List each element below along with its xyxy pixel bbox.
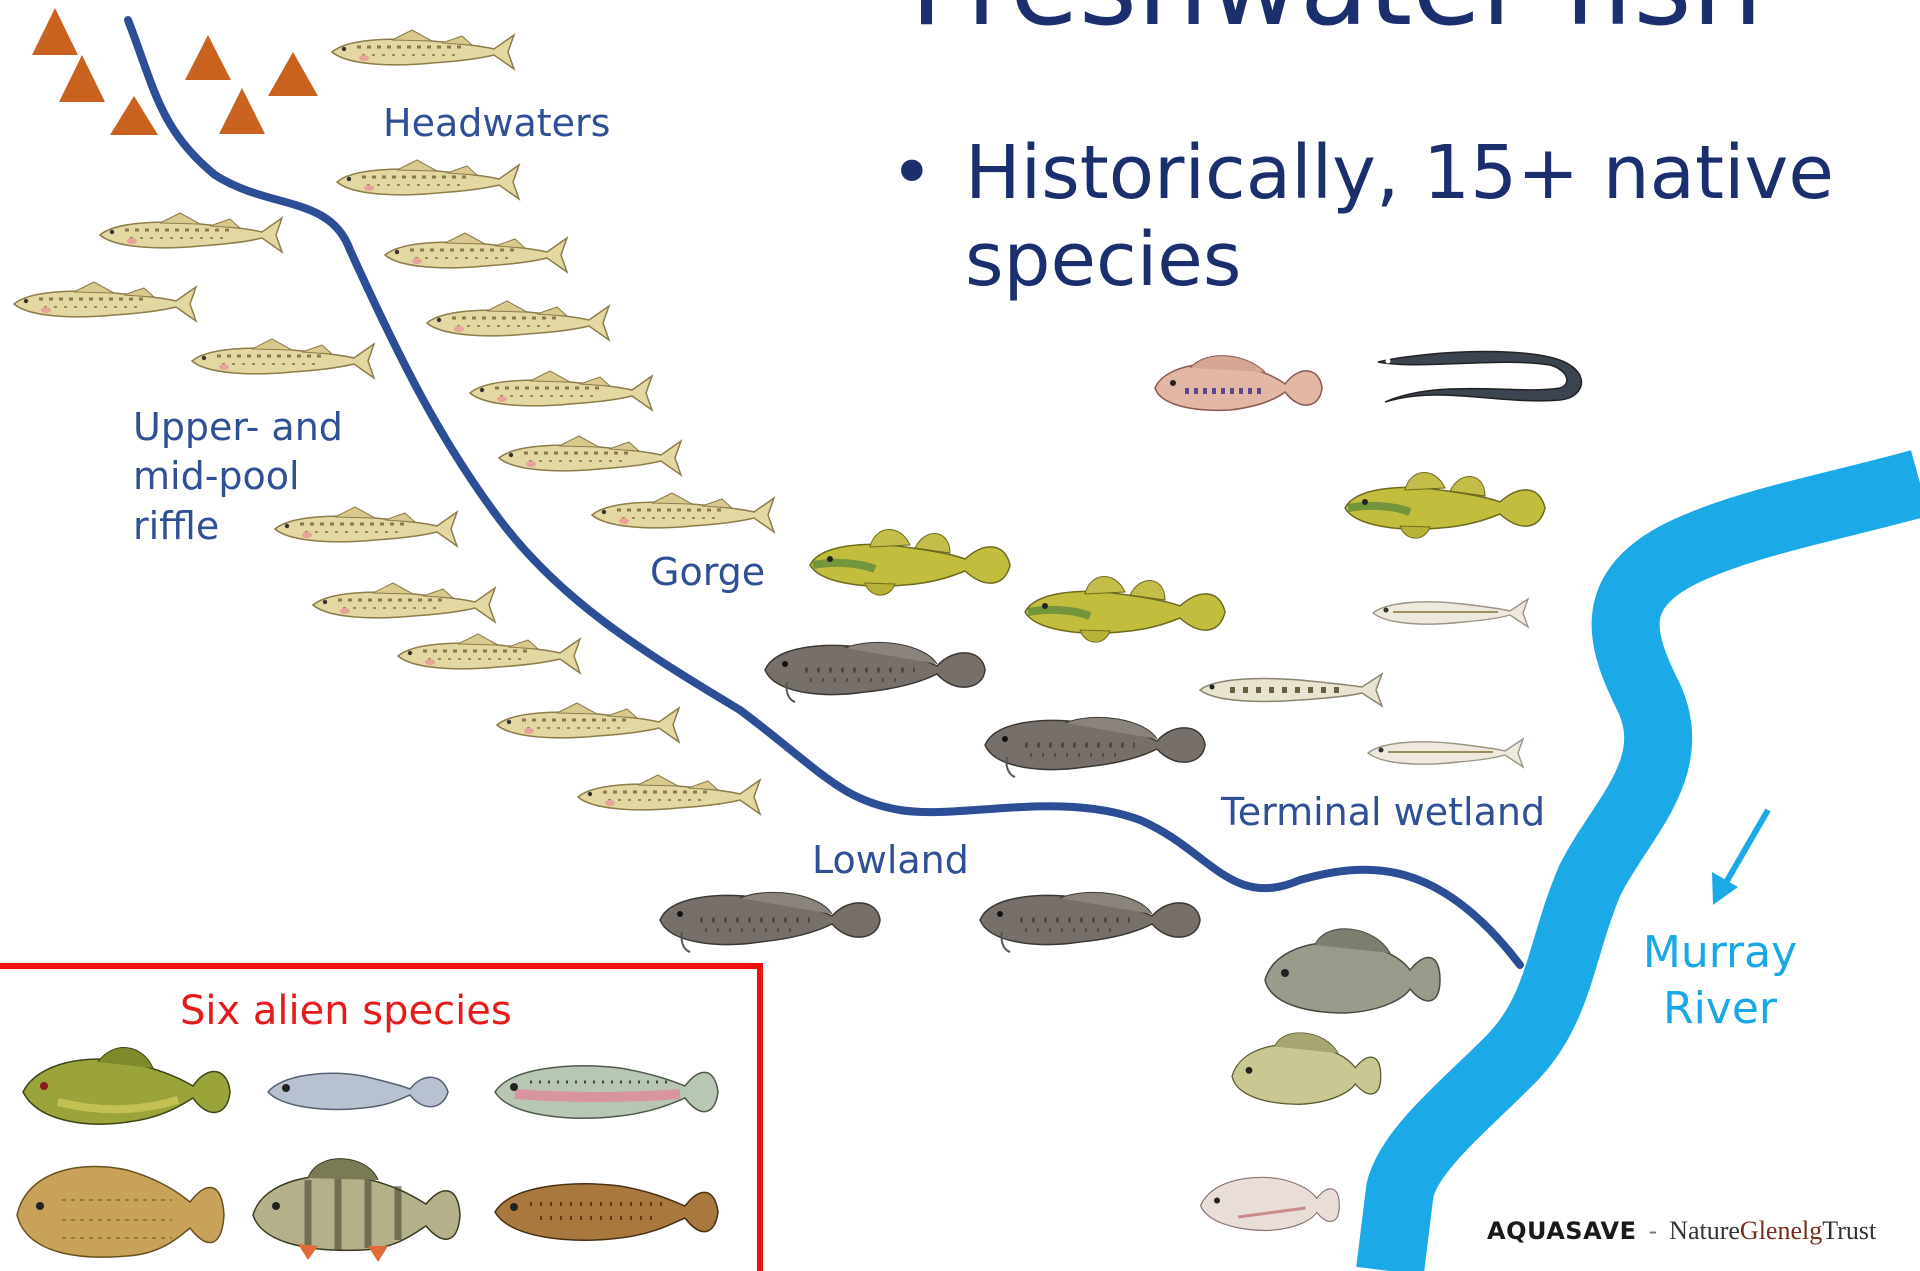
pygmy-perch-icon	[1155, 356, 1322, 411]
mountain-icon	[110, 96, 158, 135]
galaxias-fish-icon	[427, 301, 609, 340]
aquasave-logo: AQUASAVE	[1487, 1217, 1637, 1245]
golden-perch-icon	[1232, 1033, 1381, 1105]
mountain-icon	[32, 8, 78, 55]
zone-label-gorge: Gorge	[650, 548, 765, 597]
bullet-dot: •	[890, 130, 934, 217]
galaxias-fish-icon	[337, 160, 519, 199]
gudgeon-fish-icon	[810, 529, 1010, 595]
mountain-icon	[185, 35, 231, 80]
alien-box-title: Six alien species	[180, 988, 512, 1034]
blackfish-icon	[765, 642, 985, 702]
zone-label-terminal-wetland: Terminal wetland	[1221, 788, 1545, 837]
mountain-icon	[219, 88, 265, 134]
tench-icon	[23, 1048, 230, 1125]
galaxias-fish-icon	[385, 233, 567, 272]
galaxias-fish-icon	[332, 30, 514, 69]
bullet-text: Historically, 15+ native species	[965, 130, 1865, 305]
logo-glenelg: Glenelg	[1740, 1216, 1822, 1245]
carp-icon	[17, 1166, 224, 1257]
gudgeon-fish-icon	[1025, 576, 1225, 642]
galaxias-fish-icon	[592, 493, 774, 532]
hardyhead-fish-icon	[1373, 599, 1528, 627]
mountains	[32, 8, 318, 135]
brown-trout-icon	[495, 1184, 718, 1240]
logo-nature: Nature	[1669, 1216, 1740, 1245]
eel-icon	[1378, 351, 1581, 402]
galaxias-fish-icon	[398, 634, 580, 673]
logo-separator: -	[1649, 1217, 1658, 1245]
wetland-fish	[1155, 351, 1581, 767]
logo-trust: Trust	[1822, 1216, 1876, 1245]
logo-bar: AQUASAVE-NatureGlenelgTrust	[1487, 1216, 1876, 1246]
redfin-perch-icon	[253, 1159, 460, 1262]
murray-river	[1390, 483, 1920, 1271]
page-title: Freshwater fish	[910, 0, 1763, 42]
alien-fish	[17, 1048, 718, 1262]
galaxias-fish-icon	[499, 436, 681, 475]
galaxias-fish-icon	[470, 371, 652, 410]
blackfish-icon	[980, 892, 1200, 952]
mountain-icon	[268, 52, 318, 96]
galaxias-fish-icon	[192, 339, 374, 378]
rainbow-trout-icon	[495, 1066, 718, 1118]
gudgeon-fish-icon	[1345, 472, 1545, 538]
arrow-down-left-icon	[1712, 810, 1768, 905]
murray-river-label: Murray River	[1615, 925, 1825, 1038]
galaxias-fish-icon	[14, 282, 196, 321]
galaxias-fish-icon	[497, 703, 679, 742]
zone-label-upper-mid: Upper- and mid-pool riffle	[133, 403, 363, 551]
mountain-icon	[59, 55, 105, 102]
nature-glenelg-trust-logo: NatureGlenelgTrust	[1669, 1216, 1876, 1245]
perch-icon	[1265, 929, 1440, 1013]
blackfish-icon	[660, 892, 880, 952]
galaxias-fish-icon	[578, 775, 760, 814]
galaxias-fish-icon	[100, 213, 282, 252]
gambusia-icon	[268, 1073, 448, 1109]
spotted-galaxias-icon	[1200, 674, 1382, 706]
galaxias-fish-icon	[313, 583, 495, 622]
hardyhead-fish-icon	[1368, 739, 1523, 767]
bony-herring-icon	[1201, 1177, 1340, 1230]
zone-label-lowland: Lowland	[812, 836, 969, 885]
zone-label-headwaters: Headwaters	[383, 99, 610, 148]
blackfish-icon	[985, 717, 1205, 777]
